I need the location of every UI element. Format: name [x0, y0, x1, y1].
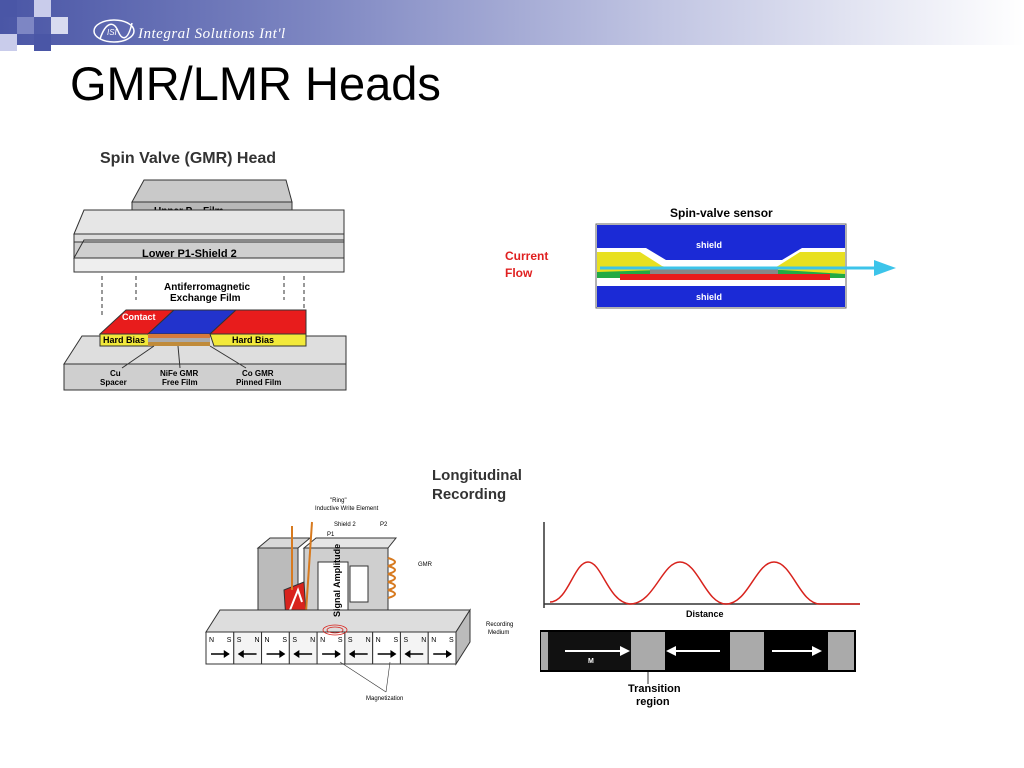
spin-valve-sensor-diagram: Spin-valve sensor shield shield Current …	[505, 206, 896, 309]
spin-valve-head-title: Spin Valve (GMR) Head	[100, 150, 276, 167]
logo-square-2	[17, 17, 34, 34]
transition-label: Transition	[628, 683, 681, 695]
arrow-head-icon	[446, 650, 452, 658]
domain-pole-label: N	[421, 637, 426, 644]
arrow-head-icon	[334, 650, 341, 658]
distance-label: Distance	[686, 609, 724, 619]
domain-pole-label: S	[449, 637, 454, 644]
magnetization-label: Magnetization	[366, 696, 403, 702]
medium-domain	[205, 631, 235, 665]
longitudinal-recording-diagram: Longitudinal Recording "Ring" Inductive …	[205, 467, 860, 708]
spin-valve-head-diagram: Spin Valve (GMR) Head Upper P 2 Film Low…	[63, 150, 347, 391]
p2-label: P2	[380, 522, 388, 528]
company-logo-icon: ISI	[93, 19, 135, 43]
domain-pole-label: S	[403, 637, 408, 644]
medium-domain	[427, 631, 457, 665]
hard-bias-right-label: Hard Bias	[232, 335, 274, 345]
company-name: Integral Solutions Int'l	[138, 26, 286, 42]
arrow-head-icon	[279, 650, 286, 658]
write-element-label-1: "Ring"	[330, 498, 347, 504]
medium-domain	[372, 631, 401, 665]
co-gmr-label: Co GMR	[242, 369, 274, 378]
domain-pole-label: N	[366, 637, 371, 644]
medium-domain	[233, 631, 263, 665]
header-banner	[0, 0, 1024, 45]
medium-domain	[344, 631, 374, 665]
logo-square-6	[51, 17, 68, 34]
shield2-label: Shield 2	[334, 522, 356, 528]
cu-label: Cu	[110, 369, 121, 378]
sensor-title: Spin-valve sensor	[670, 206, 773, 220]
arrow-head-icon	[404, 650, 411, 658]
shield-bottom-label: shield	[696, 292, 722, 302]
domain-pole-label: N	[255, 637, 260, 644]
flow-label: Flow	[505, 266, 533, 280]
recording-medium-label-1: Recording	[486, 622, 513, 628]
medium-domain	[288, 631, 318, 665]
free-film-label: Free Film	[162, 378, 198, 387]
region-label: region	[636, 696, 670, 708]
current-label: Current	[505, 249, 548, 263]
domain-pole-label: N	[209, 637, 214, 644]
domain-pole-label: S	[393, 637, 398, 644]
spacer-label: Spacer	[100, 378, 127, 387]
domain-pole-label: N	[320, 637, 325, 644]
m-label: M	[588, 658, 594, 665]
domain-pole-label: S	[338, 637, 343, 644]
domain-pole-label: S	[292, 637, 297, 644]
arrow-head-icon	[237, 650, 244, 658]
arrow-head-icon	[348, 650, 355, 658]
domain-pole-label: N	[310, 637, 315, 644]
pinned-film-label: Pinned Film	[236, 378, 281, 387]
afm-label-1: Antiferromagnetic	[164, 282, 251, 293]
domain-pole-label: S	[227, 637, 232, 644]
logo-square-4	[34, 34, 51, 51]
arrow-head-icon	[390, 650, 397, 658]
afm-label-2: Exchange Film	[170, 293, 241, 304]
domain-pole-label: S	[237, 637, 242, 644]
longitudinal-title-1: Longitudinal	[432, 467, 522, 484]
p1-label: P1	[327, 532, 335, 538]
hard-bias-left-label: Hard Bias	[103, 335, 145, 345]
logo-mark: ISI	[107, 28, 118, 37]
domain-pole-label: N	[431, 637, 436, 644]
longitudinal-title-2: Recording	[432, 486, 506, 503]
medium-domain	[399, 631, 429, 665]
logo-square-1	[0, 0, 17, 17]
arrow-head-icon	[223, 650, 230, 658]
recording-medium-label-2: Medium	[488, 630, 509, 636]
lower-shield-label: Lower P1-Shield 2	[142, 248, 237, 260]
contact-label: Contact	[122, 312, 156, 322]
shield-top-label: shield	[696, 240, 722, 250]
write-element-label-2: Inductive Write Element	[315, 506, 379, 512]
domain-pole-label: S	[282, 637, 287, 644]
domain-pole-label: N	[376, 637, 381, 644]
medium-domain	[316, 631, 346, 665]
logo-square-3	[34, 0, 51, 17]
logo-square-5	[0, 34, 17, 51]
domain-pole-label: S	[348, 637, 353, 644]
current-arrow-icon	[874, 260, 896, 276]
signal-amplitude-label: Signal Amplitude	[332, 544, 342, 617]
nife-label: NiFe GMR	[160, 369, 198, 378]
gmr-label: GMR	[418, 562, 433, 568]
page-title: GMR/LMR Heads	[70, 57, 441, 110]
arrow-head-icon	[293, 650, 300, 658]
domain-pole-label: N	[265, 637, 270, 644]
